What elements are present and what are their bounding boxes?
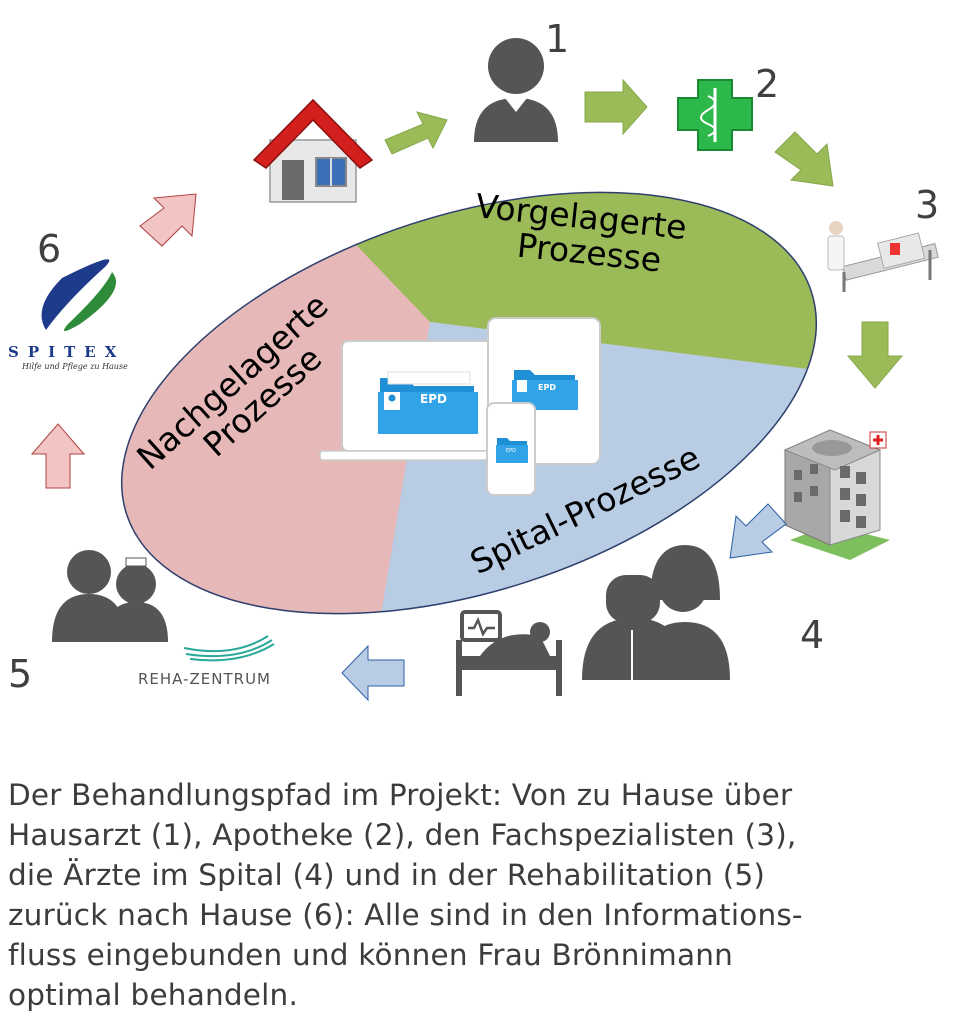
- spitex-brand: SPITEX: [8, 343, 125, 361]
- epd-label-phone: EPD: [506, 448, 516, 454]
- epd-label-laptop: EPD: [420, 392, 447, 406]
- arrow-home-to-doctor: [384, 111, 448, 155]
- hospital-doctors-icon: [582, 545, 730, 680]
- step-number-3: 3: [915, 183, 939, 227]
- caption-line: fluss eingebunden und können Frau Brönni…: [8, 938, 734, 972]
- family-doctor-icon: [474, 38, 558, 142]
- step-number-5: 5: [8, 652, 32, 696]
- epd-label-tablet: EPD: [538, 383, 556, 392]
- pharmacy-cross-icon: [677, 79, 753, 151]
- step-number-1: 1: [545, 17, 569, 61]
- caption: Der Behandlungspfad im Projekt: Von zu H…: [8, 775, 958, 1015]
- arrow-rehab-to-spitex: [30, 423, 86, 489]
- hospital-building-icon: [783, 429, 890, 560]
- caption-line: die Ärzte im Spital (4) und in der Rehab…: [8, 858, 766, 892]
- step-number-2: 2: [755, 62, 779, 106]
- step-number-4: 4: [800, 613, 824, 657]
- ellipse-outline: [120, 191, 818, 615]
- arrow-specialist-to-hospital: [846, 321, 904, 389]
- step-number-6: 6: [37, 227, 61, 271]
- rehab-staff-icon: [52, 550, 168, 642]
- arrow-pharmacy-to-specialist: [774, 131, 834, 187]
- epd-devices: EPD EPD EPD: [319, 317, 601, 496]
- arrow-hospital-to-bed: [729, 503, 787, 559]
- caption-line: Der Behandlungspfad im Projekt: Von zu H…: [8, 778, 793, 812]
- reha-zentrum-name: REHA-ZENTRUM: [138, 670, 271, 688]
- house-icon: [252, 98, 374, 203]
- caption-line: Hausarzt (1), Apotheke (2), den Fachspez…: [8, 818, 797, 852]
- specialist-treatment-icon: [827, 221, 939, 292]
- caption-line: optimal behandeln.: [8, 978, 299, 1012]
- arrow-spitex-to-home: [139, 193, 197, 247]
- arrow-doctor-to-pharmacy: [584, 78, 648, 136]
- spitex-logo: SPITEX Hilfe und Pflege zu Hause: [8, 259, 128, 371]
- patient-bed-icon: [456, 610, 562, 696]
- reha-zentrum-logo: REHA-ZENTRUM: [138, 635, 275, 688]
- spitex-tagline: Hilfe und Pflege zu Hause: [21, 362, 128, 371]
- caption-line: zurück nach Hause (6): Alle sind in den …: [8, 898, 803, 932]
- treatment-path-diagram: Vorgelagerte Prozesse Nachgelagerte Proz…: [8, 17, 939, 702]
- arrow-hospital-to-rehab: [341, 644, 405, 702]
